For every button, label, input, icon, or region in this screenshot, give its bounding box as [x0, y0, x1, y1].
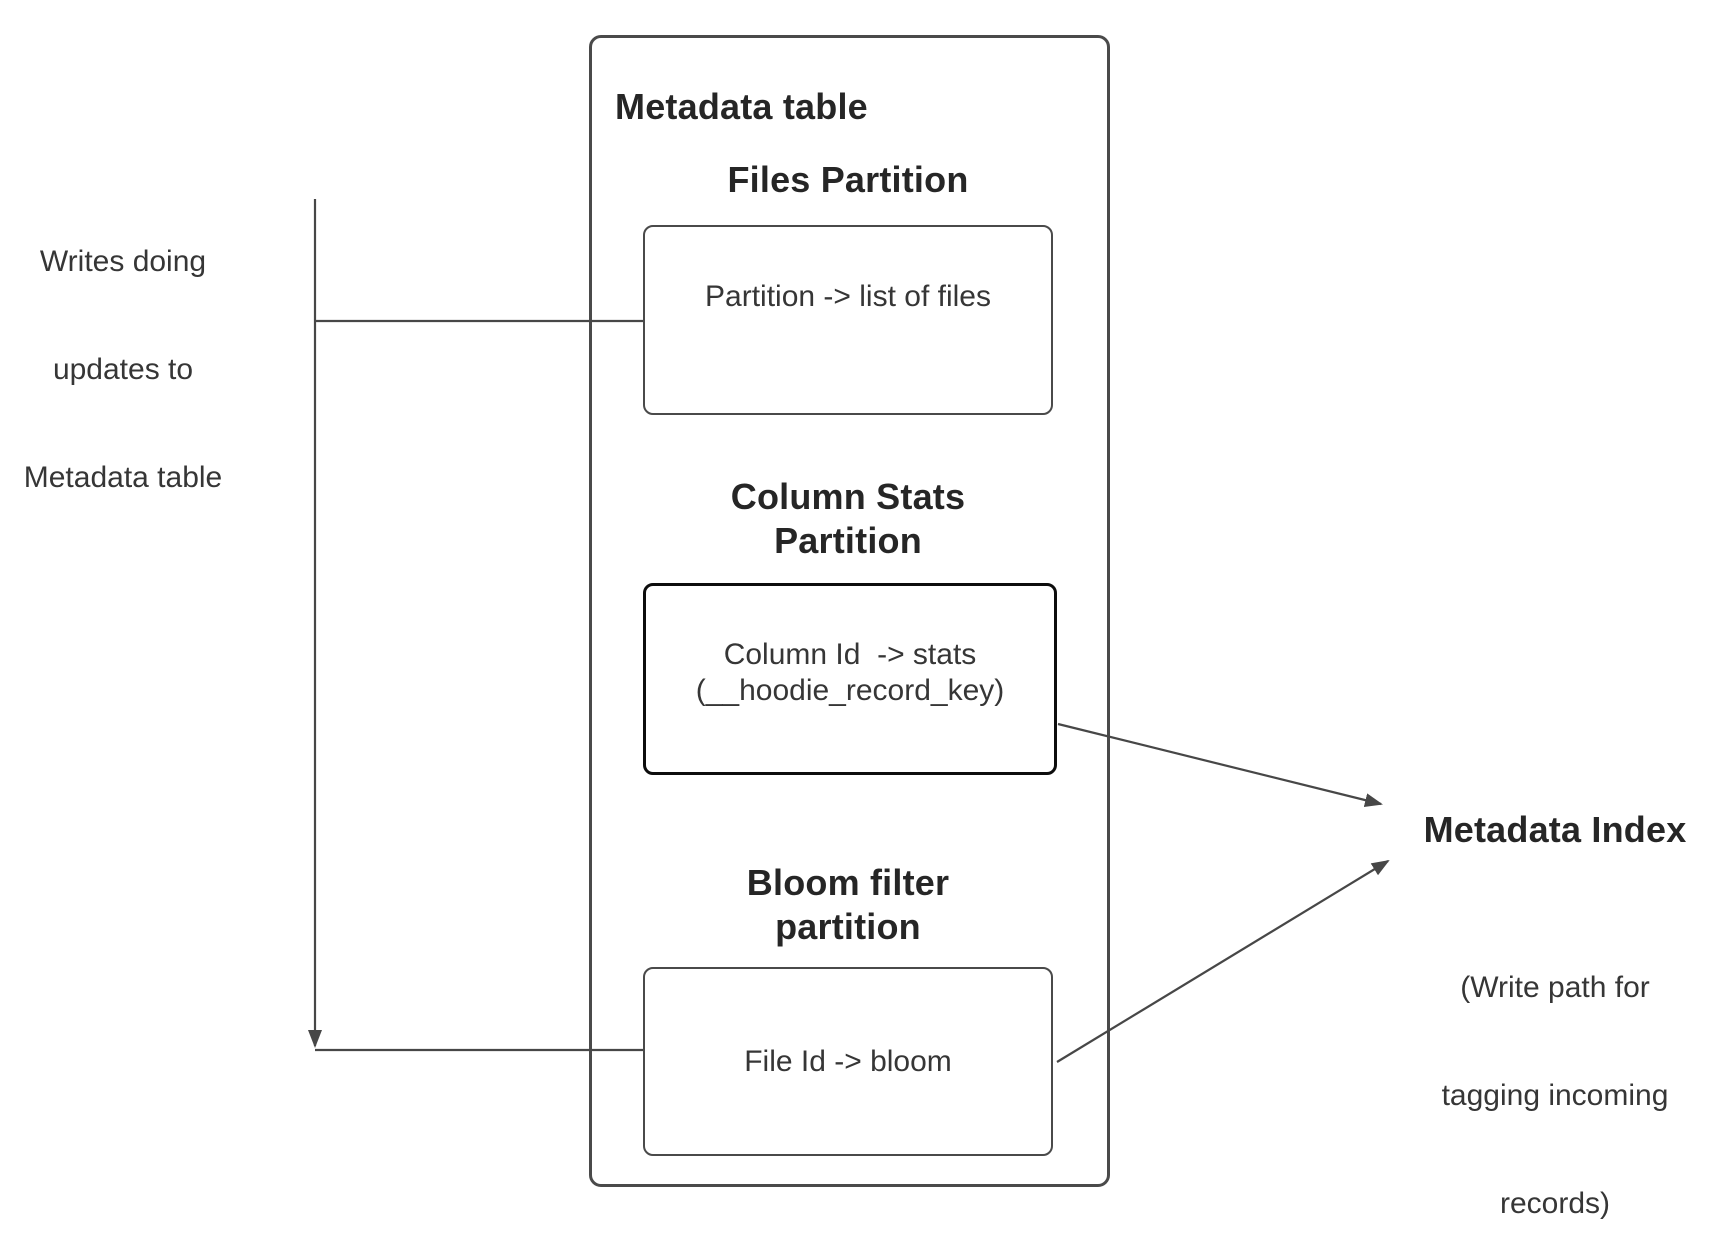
- writes-note-line: Metadata table: [23, 461, 223, 494]
- metadata-index-heading: Metadata Index: [1423, 809, 1687, 850]
- metadata-table-title: Metadata table: [615, 86, 868, 127]
- writes-note: Writes doing updates to Metadata table: [3, 172, 243, 568]
- files-partition-heading: Files Partition: [727, 159, 969, 200]
- column-stats-label-line: Column Id -> stats: [723, 638, 977, 671]
- column-stats-heading-line: Column Stats: [730, 476, 966, 517]
- files-partition-label: Partition -> list of files: [705, 280, 991, 313]
- writes-note-line: Writes doing: [39, 245, 207, 278]
- metadata-index-note: (Write path for tagging incoming records…: [1385, 898, 1718, 1244]
- metadata-table-container: [589, 35, 1110, 1187]
- bloom-filter-partition-box: File Id -> bloom: [643, 967, 1053, 1156]
- metadata-index-note-line: (Write path for: [1460, 971, 1650, 1004]
- writes-note-line: updates to: [52, 353, 194, 386]
- files-partition-box: Partition -> list of files: [643, 225, 1053, 415]
- column-stats-heading-line: Partition: [774, 520, 922, 561]
- bloom-filter-heading-line: partition: [775, 906, 921, 947]
- bloom-filter-heading-line: Bloom filter: [746, 862, 950, 903]
- metadata-index-note-line: records): [1499, 1187, 1611, 1220]
- metadata-index-note-line: tagging incoming: [1441, 1079, 1669, 1112]
- bloom-filter-partition-heading: Bloom filter partition: [643, 861, 1053, 949]
- bloom-filter-label: File Id -> bloom: [744, 1044, 952, 1078]
- column-stats-label-line: (__hoodie_record_key): [695, 674, 1005, 707]
- column-stats-partition-box: Column Id -> stats (__hoodie_record_key): [643, 583, 1057, 775]
- column-stats-partition-heading: Column Stats Partition: [643, 475, 1053, 563]
